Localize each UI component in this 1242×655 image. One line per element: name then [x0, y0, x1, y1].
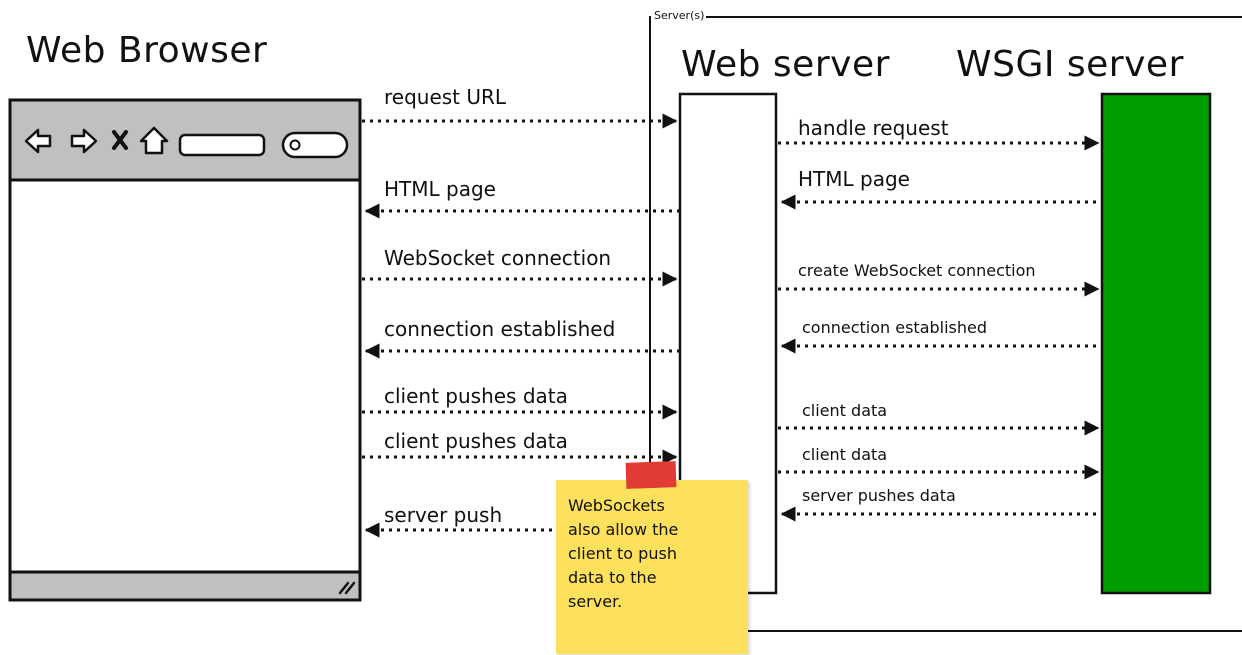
label-client-data-1: client data: [802, 401, 888, 420]
label-server-push: server push: [384, 503, 503, 527]
label-html-page-back: HTML page: [798, 167, 910, 191]
resize-grip-icon[interactable]: [338, 581, 356, 595]
forward-arrow-icon[interactable]: [70, 128, 98, 154]
web-server-title: Web server: [681, 44, 890, 85]
webserver-wsgi-arrows: [778, 135, 1100, 522]
wsgi-server-title: WSGI server: [956, 44, 1184, 85]
label-client-pushes-data-2: client pushes data: [384, 429, 568, 453]
label-client-data-2: client data: [802, 445, 888, 464]
browser-webserver-arrows: [362, 113, 680, 538]
address-bar[interactable]: [178, 133, 266, 157]
label-websocket-connection: WebSocket connection: [384, 246, 612, 270]
label-handle-request: handle request: [798, 116, 949, 140]
sticky-note-text: WebSockets also allow the client to push…: [568, 496, 679, 611]
label-request-url: request URL: [384, 85, 507, 109]
label-create-websocket: create WebSocket connection: [798, 261, 1036, 280]
label-connection-established-back: connection established: [802, 318, 988, 337]
sticky-note: WebSockets also allow the client to push…: [556, 480, 748, 654]
label-html-page: HTML page: [384, 177, 496, 201]
search-icon: [289, 139, 301, 151]
server-group-label: Server(s): [652, 9, 707, 22]
stop-icon[interactable]: [112, 130, 128, 150]
search-field[interactable]: [281, 131, 349, 159]
label-connection-established: connection established: [384, 317, 616, 341]
label-server-pushes-data: server pushes data: [802, 486, 956, 505]
label-client-pushes-data-1: client pushes data: [384, 384, 568, 408]
home-icon[interactable]: [139, 126, 169, 155]
sticky-note-tape: [625, 461, 677, 489]
wsgi-server-box: [1100, 92, 1212, 595]
server-group-frame: [649, 16, 1242, 632]
back-arrow-icon[interactable]: [24, 128, 52, 154]
browser-window: [8, 98, 362, 602]
web-browser-title: Web Browser: [26, 30, 268, 71]
browser-status-bar: [8, 570, 362, 602]
